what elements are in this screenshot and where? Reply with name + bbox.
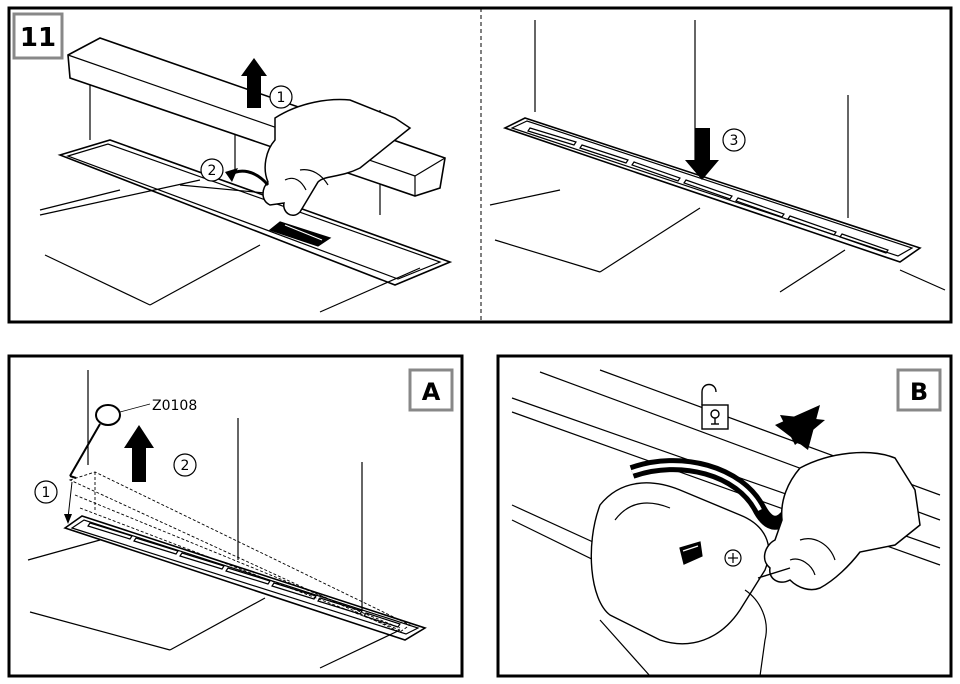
panel-a: A	[7, 354, 464, 678]
callout-1-a: 1	[34, 480, 58, 504]
callout-2-top: 2	[200, 158, 224, 182]
scene-remove-grate	[39, 37, 453, 313]
scene-insert-grate	[489, 20, 946, 293]
top-panel: 11	[7, 6, 953, 324]
svg-text:3: 3	[730, 133, 739, 149]
panel-b: B	[496, 354, 953, 678]
part-code-label: Z0108	[152, 398, 197, 414]
svg-text:A: A	[422, 378, 441, 406]
callout-3-top: 3	[722, 128, 746, 152]
panel-b-badge: B	[896, 368, 942, 412]
step-number: 11	[20, 23, 56, 53]
svg-text:1: 1	[42, 485, 51, 501]
svg-text:1: 1	[277, 90, 286, 106]
svg-text:2: 2	[208, 163, 217, 179]
svg-text:B: B	[910, 378, 928, 406]
scene-unlock-trap	[511, 369, 941, 677]
unlock-padlock-icon	[701, 383, 729, 430]
svg-text:2: 2	[181, 458, 190, 474]
step-badge: 11	[12, 12, 64, 60]
callout-2-a: 2	[173, 453, 197, 477]
callout-1-top: 1	[269, 85, 293, 109]
panel-a-badge: A	[408, 368, 454, 412]
scene-hook-lift	[27, 370, 427, 669]
